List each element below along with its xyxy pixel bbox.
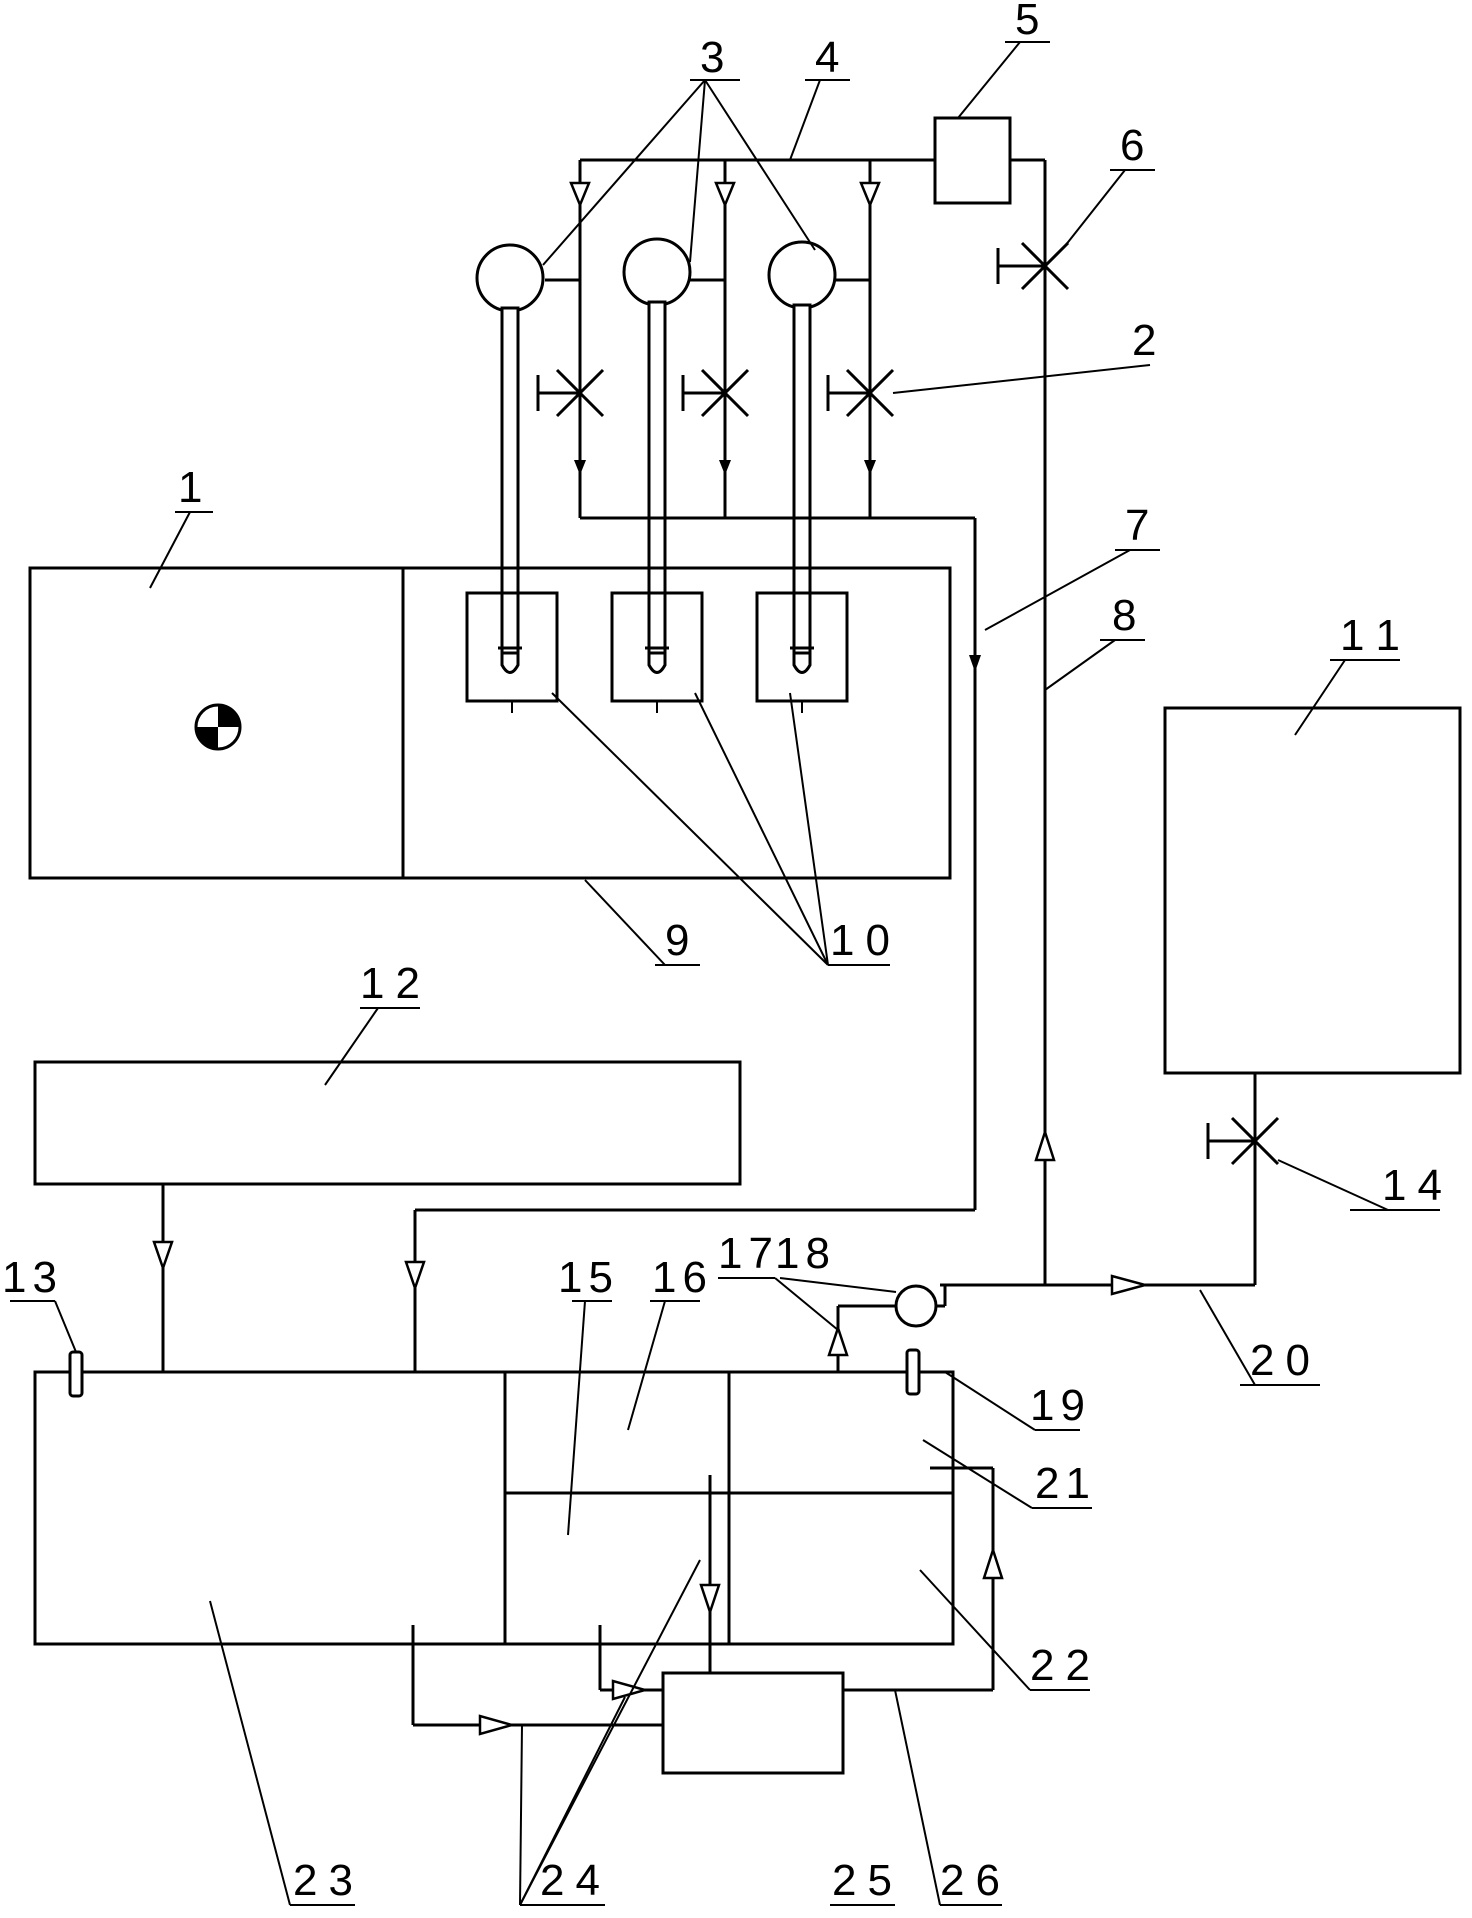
pipe-12-down: [152, 1184, 174, 1372]
label-7: 7: [1125, 501, 1149, 550]
box-12: [33, 1060, 742, 1186]
pump-5: [933, 116, 1012, 205]
label-20: 20: [1250, 1336, 1310, 1385]
labels: 1 2 3 4 5 6 7 8 9 10 11 12 13 14 15 16 1…: [2, 0, 1442, 1905]
header-pipe-4: [545, 158, 935, 282]
label-8: 8: [1112, 591, 1136, 640]
label-26: 26: [940, 1856, 1000, 1905]
return-pipe-7: [404, 516, 981, 1372]
label-4: 4: [815, 33, 839, 82]
label-25: 25: [832, 1856, 892, 1905]
arrow-down-1: [569, 181, 591, 209]
outlets-24: [411, 1625, 663, 1736]
arrow-down-2: [714, 181, 736, 209]
label-5: 5: [1015, 0, 1039, 44]
tank-1-9: [28, 566, 952, 880]
label-17: 17: [718, 1229, 773, 1278]
valves-2: [536, 280, 895, 518]
label-24: 24: [540, 1856, 600, 1905]
label-18: 18: [775, 1229, 830, 1278]
box-25: [661, 1671, 845, 1775]
label-19: 19: [1030, 1381, 1085, 1430]
pipe-20: [940, 1073, 1280, 1296]
leader-lines: [10, 41, 1440, 1906]
pump-18: [827, 1283, 1045, 1372]
label-14: 14: [1382, 1161, 1442, 1210]
label-22: 22: [1030, 1641, 1090, 1690]
pipe-8: [996, 160, 1070, 1285]
pipe-26: [843, 1466, 1004, 1692]
label-15: 15: [558, 1253, 613, 1302]
label-2: 2: [1132, 316, 1156, 365]
inner-pipe: [699, 1475, 721, 1673]
label-23: 23: [293, 1856, 353, 1905]
label-1: 1: [178, 463, 202, 512]
tank-11: [1163, 706, 1462, 1075]
label-9: 9: [665, 916, 689, 965]
label-21: 21: [1035, 1459, 1090, 1508]
label-10: 10: [830, 916, 890, 965]
distributors-3: [475, 237, 837, 313]
label-11: 11: [1340, 611, 1400, 660]
label-16: 16: [652, 1253, 707, 1302]
bottom-tank: [33, 1348, 955, 1646]
arrow-down-3: [859, 181, 881, 209]
label-3: 3: [700, 33, 724, 82]
boxes-10: [465, 591, 849, 713]
label-12: 12: [360, 959, 420, 1008]
label-6: 6: [1120, 121, 1144, 170]
tubes: [498, 300, 814, 674]
label-13: 13: [2, 1253, 57, 1302]
